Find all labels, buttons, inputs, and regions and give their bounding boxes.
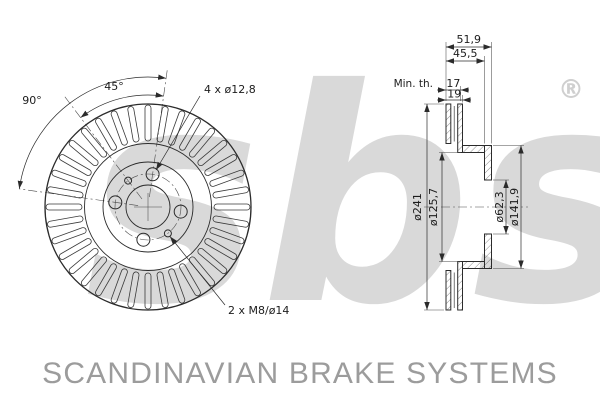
- mounting-holes-callout: 4 x ø12,8: [155, 83, 256, 171]
- angle-dimensions: 45° 90°: [17, 74, 167, 189]
- dimension-labels: 51,9 45,5 Min. th. 17 19 ø241 ø125,7 ø62…: [394, 33, 521, 226]
- thickness-value: 19: [447, 88, 461, 101]
- overall-width-label: 51,9: [457, 33, 482, 46]
- centre-bore-label: ø62,3: [493, 191, 506, 222]
- thread-holes-label: 2 x M8/ø14: [228, 304, 289, 317]
- min-thickness-text: Min. th.: [394, 78, 433, 90]
- hat-depth-label: 45,5: [453, 47, 478, 60]
- sbs-watermark-logo: sbs: [85, 26, 600, 370]
- front-view: 45° 90° 4 x ø12,8 2 x M8/ø14: [17, 70, 289, 317]
- outer-diameter-label: ø241: [411, 193, 424, 221]
- vane-slot: [45, 203, 83, 211]
- inner-diameter-label: ø125,7: [427, 188, 440, 226]
- brand-footer-text: SCANDINAVIAN BRAKE SYSTEMS: [42, 357, 558, 390]
- vane-slot: [46, 185, 84, 199]
- section-view: 51,9 45,5 Min. th. 17 19 ø241 ø125,7 ø62…: [394, 33, 528, 311]
- hat-outer-diameter-label: ø141,9: [508, 188, 521, 226]
- angle-90-label: 90°: [22, 94, 42, 107]
- min-thickness-value: 17: [446, 77, 460, 90]
- mounting-holes-label: 4 x ø12,8: [204, 83, 256, 96]
- registered-trademark-icon: ®: [558, 75, 584, 105]
- section-hatched-body: [445, 103, 492, 311]
- vane-slot: [46, 215, 84, 229]
- thread-holes-callout: 2 x M8/ø14: [169, 236, 289, 317]
- angle-45-label: 45°: [104, 80, 124, 93]
- dimension-lines: [424, 44, 524, 310]
